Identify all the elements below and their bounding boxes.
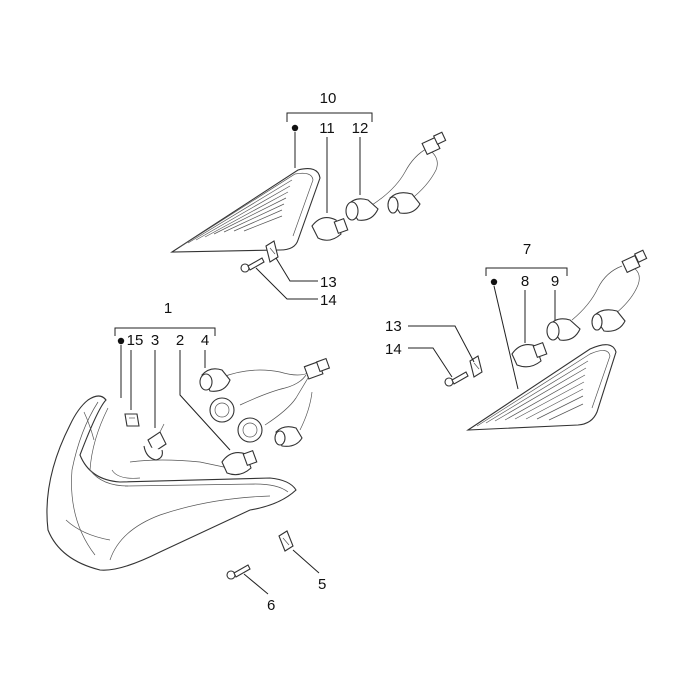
bulb-socket-wiring-top xyxy=(345,131,447,221)
bulb-socket-wiring-right xyxy=(546,249,648,341)
kit-marker-dot xyxy=(117,337,125,345)
callout-11[interactable]: 11 xyxy=(319,120,335,137)
group-bracket-10 xyxy=(286,112,373,122)
leader-line xyxy=(275,257,318,282)
callout-6[interactable]: 6 xyxy=(267,597,275,614)
kit-marker-dot xyxy=(490,278,498,286)
side-lens-right xyxy=(466,344,617,431)
headlamp-bulb xyxy=(143,423,167,461)
screw-6 xyxy=(226,564,251,580)
group-bracket-7 xyxy=(485,267,568,276)
leader-line xyxy=(243,573,269,595)
callout-9[interactable]: 9 xyxy=(551,273,559,290)
leader-line xyxy=(255,267,318,300)
callout-3[interactable]: 3 xyxy=(151,332,159,349)
leader-line xyxy=(408,347,453,378)
small-bulb-top xyxy=(311,217,349,241)
callout-1[interactable]: 1 xyxy=(164,300,172,317)
headlight-wiring-harness xyxy=(199,357,331,447)
screw-top xyxy=(240,257,265,273)
kit-marker-dot xyxy=(291,124,299,132)
screw-right xyxy=(444,371,469,387)
callout-14[interactable]: 14 xyxy=(320,292,337,309)
group-10: 10 11 12 xyxy=(170,90,447,309)
small-bulb-right xyxy=(511,341,548,368)
callout-2[interactable]: 2 xyxy=(176,332,184,349)
callout-12[interactable]: 12 xyxy=(352,120,369,137)
leader-line xyxy=(292,549,320,574)
callout-4[interactable]: 4 xyxy=(201,332,209,349)
headlight-housing xyxy=(46,395,297,571)
leader-line xyxy=(179,350,231,451)
leader-line xyxy=(493,285,519,390)
clip-nut-5 xyxy=(278,530,294,552)
callout-7[interactable]: 7 xyxy=(523,241,531,258)
callout-15[interactable]: 15 xyxy=(127,332,144,349)
callout-14[interactable]: 14 xyxy=(385,341,402,358)
callout-13[interactable]: 13 xyxy=(385,318,402,335)
callout-8[interactable]: 8 xyxy=(521,273,529,290)
clip-nut-top xyxy=(265,240,279,263)
callout-10[interactable]: 10 xyxy=(320,90,337,107)
callout-5[interactable]: 5 xyxy=(318,576,326,593)
group-1: 1 15 3 2 4 xyxy=(46,300,331,614)
small-bulb-main xyxy=(221,449,258,476)
clip-nut-right xyxy=(469,355,483,378)
group-7: 7 8 9 xyxy=(385,241,648,431)
clip-15 xyxy=(124,413,140,427)
side-lens-top xyxy=(170,168,321,253)
callout-13[interactable]: 13 xyxy=(320,274,337,291)
group-bracket-1 xyxy=(114,327,216,336)
leader-line xyxy=(408,325,475,363)
